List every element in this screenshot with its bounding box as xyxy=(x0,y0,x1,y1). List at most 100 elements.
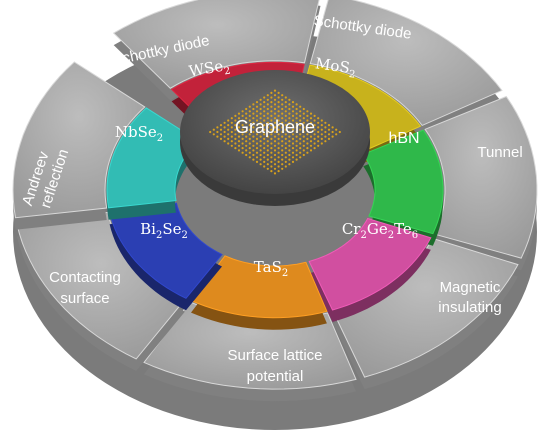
outer-label-magnetic-2: insulating xyxy=(438,299,501,316)
lattice-atom xyxy=(270,114,273,117)
lattice-atom xyxy=(255,133,259,136)
lattice-atom xyxy=(248,128,251,131)
lattice-atom xyxy=(237,144,241,147)
lattice-atom xyxy=(277,110,280,113)
lattice-atom xyxy=(230,121,233,124)
lattice-atom xyxy=(245,149,248,152)
lattice-atom xyxy=(327,133,331,136)
inner-label-hbn: hBN xyxy=(388,130,419,147)
lattice-atom xyxy=(252,144,255,147)
lattice-atom xyxy=(317,144,320,147)
lattice-atom xyxy=(270,137,273,140)
lattice-atom xyxy=(266,94,269,97)
lattice-atom xyxy=(255,160,259,163)
lattice-atom xyxy=(277,160,280,163)
lattice-atom xyxy=(313,133,316,136)
lattice-atom xyxy=(255,110,259,113)
lattice-atom xyxy=(313,142,316,145)
lattice-atom xyxy=(302,149,305,152)
lattice-atom xyxy=(266,121,269,124)
lattice-atom xyxy=(241,151,244,154)
lattice-atom xyxy=(252,117,255,120)
lattice-atom xyxy=(270,110,273,113)
lattice-atom xyxy=(302,135,305,138)
lattice-atom xyxy=(245,144,248,147)
lattice-atom xyxy=(281,158,284,161)
lattice-atom xyxy=(284,105,287,108)
lattice-atom xyxy=(291,156,295,159)
lattice-atom xyxy=(291,128,295,131)
outer-label-surface-1: Surface lattice xyxy=(227,347,322,364)
lattice-atom xyxy=(284,96,287,99)
lattice-atom xyxy=(302,126,305,129)
lattice-atom xyxy=(273,126,277,129)
lattice-atom xyxy=(263,124,266,127)
lattice-atom xyxy=(295,144,298,147)
lattice-atom xyxy=(331,130,334,134)
lattice-atom xyxy=(335,128,338,131)
lattice-atom xyxy=(306,133,309,136)
lattice-atom xyxy=(288,153,291,157)
lattice-atom xyxy=(273,130,277,134)
lattice-atom xyxy=(299,147,302,150)
lattice-atom xyxy=(263,142,266,145)
lattice-atom xyxy=(273,89,277,92)
lattice-atom xyxy=(291,147,295,150)
lattice-atom xyxy=(230,126,233,129)
lattice-atom xyxy=(273,107,277,111)
lattice-atom xyxy=(291,110,295,113)
lattice-atom xyxy=(299,114,302,117)
lattice-atom xyxy=(288,98,291,101)
lattice-atom xyxy=(248,133,251,136)
lattice-atom xyxy=(295,135,298,138)
lattice-atom xyxy=(259,126,262,129)
lattice-atom xyxy=(270,165,273,168)
lattice-atom xyxy=(223,135,226,138)
lattice-atom xyxy=(266,98,269,101)
lattice-atom xyxy=(306,119,309,122)
lattice-atom xyxy=(255,105,259,108)
lattice-atom xyxy=(277,101,280,104)
lattice-atom xyxy=(331,126,334,129)
lattice-atom xyxy=(259,121,262,124)
lattice-atom xyxy=(306,137,309,140)
lattice-atom xyxy=(309,140,313,143)
lattice-atom xyxy=(266,144,269,147)
lattice-atom xyxy=(313,147,316,150)
lattice-atom xyxy=(281,121,284,124)
lattice-atom xyxy=(288,140,291,143)
lattice-atom xyxy=(295,121,298,124)
lattice-atom xyxy=(281,163,284,166)
lattice-atom xyxy=(266,163,269,166)
lattice-atom xyxy=(255,114,259,117)
lattice-atom xyxy=(281,112,284,115)
lattice-atom xyxy=(320,124,323,127)
lattice-atom xyxy=(288,158,291,161)
lattice-atom xyxy=(306,142,309,145)
lattice-atom xyxy=(252,107,255,111)
lattice-atom xyxy=(273,112,277,115)
lattice-atom xyxy=(216,126,219,129)
lattice-atom xyxy=(324,126,327,129)
lattice-atom xyxy=(266,140,269,143)
lattice-atom xyxy=(273,98,277,101)
lattice-atom xyxy=(270,170,273,173)
lattice-atom xyxy=(241,147,244,150)
lattice-atom xyxy=(270,151,273,154)
lattice-atom xyxy=(320,128,323,131)
lattice-atom xyxy=(277,119,280,122)
lattice-atom xyxy=(281,94,284,97)
lattice-atom xyxy=(255,128,259,131)
lattice-atom xyxy=(255,137,259,140)
lattice-atom xyxy=(248,156,251,159)
lattice-atom xyxy=(295,112,298,115)
lattice-atom xyxy=(255,142,259,145)
lattice-atom xyxy=(234,147,237,150)
lattice-atom xyxy=(295,149,298,152)
lattice-atom xyxy=(263,105,266,108)
lattice-atom xyxy=(237,149,241,152)
lattice-atom xyxy=(313,128,316,131)
lattice-atom xyxy=(284,151,287,154)
